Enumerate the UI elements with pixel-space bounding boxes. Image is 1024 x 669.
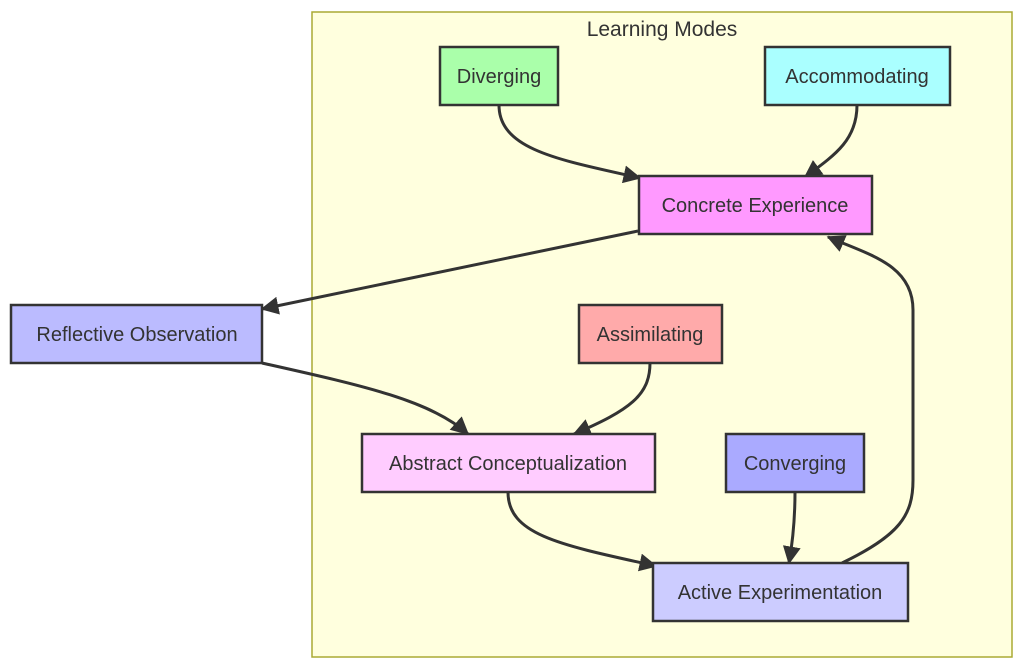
edges [260,104,915,572]
node-label: Abstract Conceptualization [389,453,627,475]
node-assimilating[interactable]: Assimilating [577,303,724,365]
node-label: Reflective Observation [36,324,237,346]
node-label: Active Experimentation [678,582,883,604]
node-box [9,303,264,365]
node-diverging[interactable]: Diverging [438,45,560,107]
node-box [577,303,724,365]
node-box [637,174,874,236]
node-box [763,45,952,107]
node-label: Accommodating [785,66,928,88]
node-box [360,432,657,494]
node-abstract-conceptualization[interactable]: Abstract Conceptualization [360,432,657,494]
cluster-title: Learning Modes [587,18,738,41]
node-label: Concrete Experience [662,195,849,217]
node-accommodating[interactable]: Accommodating [763,45,952,107]
edge-accommodating-concrete [803,104,859,179]
edge-abstract-active [506,491,658,572]
node-label: Converging [744,453,846,475]
edge-assimilating-abstract [572,362,652,436]
node-box [651,561,910,623]
node-concrete-experience[interactable]: Concrete Experience [637,174,874,236]
node-label: Assimilating [597,324,704,346]
node-reflective-observation[interactable]: Reflective Observation [9,303,264,365]
node-label: Diverging [457,66,541,88]
node-box [724,432,866,494]
node-converging[interactable]: Converging [724,432,866,494]
node-box [438,45,560,107]
edge-diverging-concrete [497,104,642,184]
edge-concrete-reflective [260,229,639,315]
edge-reflective-abstract [261,361,470,436]
node-active-experimentation[interactable]: Active Experimentation [651,561,910,623]
edge-converging-active [782,491,801,565]
edge-active-concrete [826,235,915,565]
